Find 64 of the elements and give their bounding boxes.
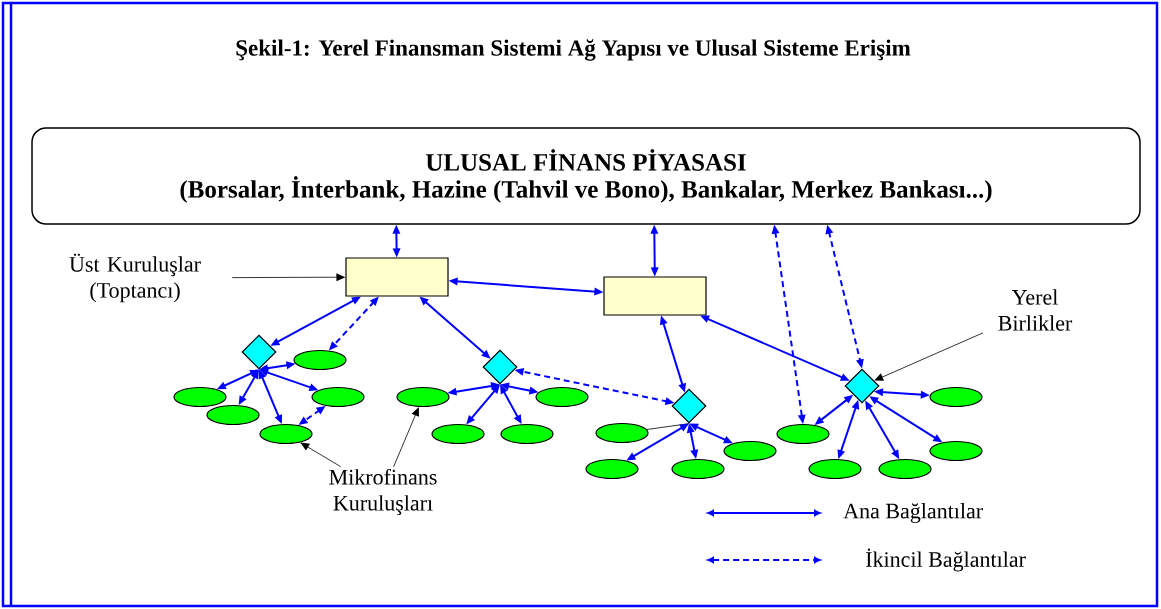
arrow [837, 399, 860, 459]
arrow [700, 315, 850, 381]
diamond [844, 368, 880, 404]
ellipse [878, 458, 932, 480]
arrow [686, 423, 699, 459]
ellipse [535, 386, 589, 408]
callout-text: Yerel Birlikler [998, 289, 1073, 331]
leader-line [393, 406, 419, 468]
ellipse [259, 423, 313, 445]
ellipse [500, 423, 554, 445]
arrow [447, 382, 500, 396]
arrow [238, 369, 259, 406]
ellipse [776, 423, 830, 445]
ellipse [173, 386, 227, 408]
arrow [216, 369, 259, 390]
ellipse [595, 422, 649, 444]
legend-label: Ana Bağlantılar [843, 503, 983, 523]
arrow [258, 369, 283, 424]
arrow [392, 224, 401, 258]
ellipse [311, 386, 365, 408]
arrow [825, 224, 864, 369]
arrow [814, 394, 854, 425]
ellipse [671, 458, 725, 480]
arrow [659, 315, 686, 393]
arrow [466, 384, 500, 425]
box [345, 257, 449, 297]
arrow [270, 296, 361, 346]
ellipse [929, 386, 983, 408]
arrow [869, 396, 943, 443]
title: Şekil-1: Yerel Finansman Sistemi Ağ Yapısı ve Ulusal Sisteme Erişim [236, 39, 911, 61]
ellipse [206, 404, 260, 426]
arrow [259, 368, 319, 391]
arrow [650, 224, 659, 277]
ellipse [396, 386, 450, 408]
callout-text: Üst Kuruluşlar (Toptancı) [69, 253, 201, 303]
arrow [626, 423, 689, 461]
legend-label: İkincil Bağlantılar [866, 548, 1026, 572]
ellipse [723, 440, 777, 462]
ellipse [808, 458, 862, 480]
ellipse [293, 349, 347, 371]
diamond [241, 334, 277, 370]
arrow [874, 388, 930, 399]
callout-text: Mikrofinans Kuruluşları [329, 468, 437, 516]
leader-line [874, 332, 984, 381]
arrow [419, 296, 491, 359]
arrow [865, 400, 900, 460]
arrow [514, 367, 675, 406]
arrow [500, 384, 522, 425]
box [603, 276, 707, 316]
diamond [482, 349, 518, 385]
arrow [328, 296, 379, 351]
ellipse [431, 423, 485, 445]
market-box: ULUSAL FİNANS PİYASASI (Borsalar, İnterbank, Hazine (Tahvil ve Bono), Bankalar, Merkez Bankası...) [31, 127, 1141, 225]
arrow [689, 423, 733, 444]
diamond [671, 388, 707, 424]
arrow [298, 405, 326, 426]
ellipse [929, 440, 983, 462]
arrow [448, 277, 604, 296]
ellipse [585, 458, 639, 480]
leader-line [300, 442, 342, 468]
arrow [500, 382, 539, 395]
connector-line [646, 423, 690, 430]
arrow [771, 224, 806, 424]
leader-line [231, 273, 346, 282]
